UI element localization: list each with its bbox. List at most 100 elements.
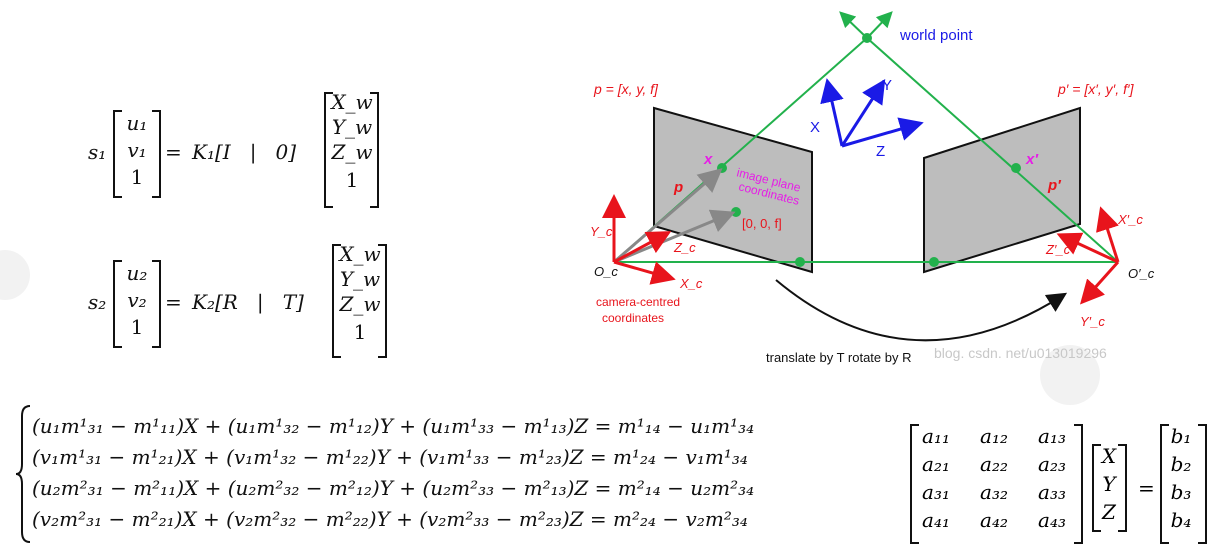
xyz-1: Y — [1102, 472, 1116, 496]
p-right-label: p′ = [x′, y′, f′] — [1057, 81, 1135, 97]
vector-b-left-bracket — [1160, 424, 1169, 544]
eq2-world-2: Z_w — [339, 292, 381, 316]
world-y-axis — [840, 78, 886, 147]
matrix-a-right-bracket — [1074, 424, 1083, 544]
eq2-vec-right-bracket — [152, 260, 161, 348]
eq2-vec-left-bracket — [113, 260, 122, 348]
eq1-world-2: Z_w — [331, 140, 373, 164]
watermark-circle-right — [1040, 345, 1100, 405]
eq1-operator: K₁[I | 0] — [192, 140, 297, 164]
eq2-world-0: X_w — [339, 242, 381, 266]
eq2-operator: K₂[R | T] — [192, 290, 304, 314]
right-ray — [866, 37, 1119, 263]
eq2-vec-1: v₂ — [127, 288, 147, 312]
vector-b-right-bracket — [1198, 424, 1207, 544]
equation-system: (u₁m¹₃₁ − m¹₁₁)X + (u₁m¹₃₂ − m¹₁₂)Y + (u… — [32, 411, 754, 535]
p-left-label: p = [x, y, f] — [593, 81, 659, 97]
left-y-label: Y_c — [590, 224, 613, 239]
eq1-vec-0: u₁ — [126, 111, 148, 135]
right-image-plane — [923, 106, 1081, 274]
left-z-label: Z_c — [673, 240, 696, 255]
xyz-0: X — [1101, 444, 1117, 468]
stereo-camera-diagram: world point p = [x, y, f] p′ = [x′, y′, … — [590, 11, 1155, 365]
a-cell-4-1: a₄₁ — [922, 508, 950, 532]
eq1-world-right-bracket — [370, 92, 379, 208]
eq2-equals: = — [165, 290, 182, 314]
translate-rotate-label: translate by T rotate by R — [766, 350, 911, 365]
eq1-equals: = — [165, 140, 182, 164]
xyz-2: Z — [1102, 500, 1116, 524]
left-x-label: X_c — [679, 276, 703, 291]
right-x-label: X′_c — [1117, 212, 1143, 227]
watermark-url: blog. csdn. net/u013019296 — [934, 345, 1107, 361]
eq2-world-1: Y_w — [339, 267, 381, 291]
world-point-dot — [862, 33, 872, 43]
b-0: b₁ — [1170, 424, 1192, 448]
x-prime-label: x′ — [1025, 151, 1039, 168]
eq1-world-0: X_w — [331, 90, 373, 114]
eq1-scale: s₁ — [88, 140, 107, 164]
eq1-world-left-bracket — [324, 92, 333, 208]
world-point-label: world point — [899, 27, 973, 44]
eq1-vec-1: v₁ — [127, 138, 147, 162]
eq2-scale: s₂ — [88, 290, 107, 314]
f-vector — [613, 209, 736, 264]
eq1-vec-2: 1 — [130, 165, 144, 189]
a-cell-3-2: a₃₂ — [980, 480, 1008, 504]
world-x-label: X — [810, 119, 820, 136]
transform-arrow — [775, 279, 1068, 342]
eq2-vec-0: u₂ — [126, 261, 148, 285]
eq2-world-3: 1 — [353, 320, 367, 344]
a-cell-3-3: a₃₃ — [1038, 480, 1066, 504]
eq1-world-1: Y_w — [331, 115, 373, 139]
x-label: x — [703, 151, 713, 168]
left-cam-z-axis — [613, 231, 672, 264]
b-2: b₃ — [1170, 480, 1192, 504]
x-prime-dot — [1011, 163, 1021, 173]
baseline-dot-right — [929, 257, 939, 267]
eq1-vec-right-bracket — [152, 110, 161, 198]
right-cam-y-axis — [1079, 260, 1120, 305]
system-brace — [15, 405, 31, 543]
a-cell-2-1: a₂₁ — [922, 452, 950, 476]
world-z-label: Z — [876, 143, 885, 160]
watermark-circle-left — [0, 250, 30, 300]
camera-centred-label-1: camera-centred — [596, 295, 680, 309]
a-cell-1-3: a₁₃ — [1038, 424, 1066, 448]
right-y-label: Y′_c — [1080, 314, 1105, 329]
world-y-label: Y — [882, 77, 892, 94]
right-origin-label: O′_c — [1128, 266, 1155, 281]
vector-xyz-right-bracket — [1118, 444, 1127, 532]
left-origin-label: O_c — [594, 264, 618, 279]
world-axis-1 — [839, 11, 868, 39]
matrix-equals: = — [1138, 476, 1155, 500]
p-vector — [613, 168, 723, 264]
system-line-4: (v₂m²₃₁ − m²₂₁)X + (v₂m²₃₂ − m²₂₂)Y + (v… — [32, 507, 748, 531]
eq2-world-right-bracket — [378, 244, 387, 358]
eq1-vec-left-bracket — [113, 110, 122, 198]
a-cell-4-3: a₄₃ — [1038, 508, 1066, 532]
system-line-2: (v₁m¹₃₁ − m¹₂₁)X + (v₁m¹₃₂ − m¹₂₂)Y + (v… — [32, 445, 748, 469]
world-x-axis — [820, 78, 844, 147]
origin-dot — [731, 207, 741, 217]
origin-label: [0, 0, f] — [742, 216, 782, 231]
world-axis-2 — [866, 11, 893, 39]
eq2-world-left-bracket — [332, 244, 341, 358]
world-z-axis — [841, 117, 924, 148]
a-cell-2-3: a₂₃ — [1038, 452, 1066, 476]
a-cell-1-2: a₁₂ — [980, 424, 1008, 448]
eq2-vec-2: 1 — [130, 315, 144, 339]
system-line-1: (u₁m¹₃₁ − m¹₁₁)X + (u₁m¹₃₂ − m¹₁₂)Y + (u… — [32, 414, 755, 438]
p-prime-vector-label: p′ — [1047, 177, 1062, 194]
x-dot — [717, 163, 727, 173]
a-cell-4-2: a₄₂ — [980, 508, 1008, 532]
eq1-world-3: 1 — [345, 168, 359, 192]
right-z-label: Z′_c — [1045, 242, 1071, 257]
matrix-a-left-bracket — [910, 424, 919, 544]
a-cell-2-2: a₂₂ — [980, 452, 1008, 476]
a-cell-3-1: a₃₁ — [922, 480, 950, 504]
baseline-dot-left — [795, 257, 805, 267]
b-3: b₄ — [1170, 508, 1192, 532]
a-cell-1-1: a₁₁ — [922, 424, 950, 448]
b-1: b₂ — [1170, 452, 1192, 476]
